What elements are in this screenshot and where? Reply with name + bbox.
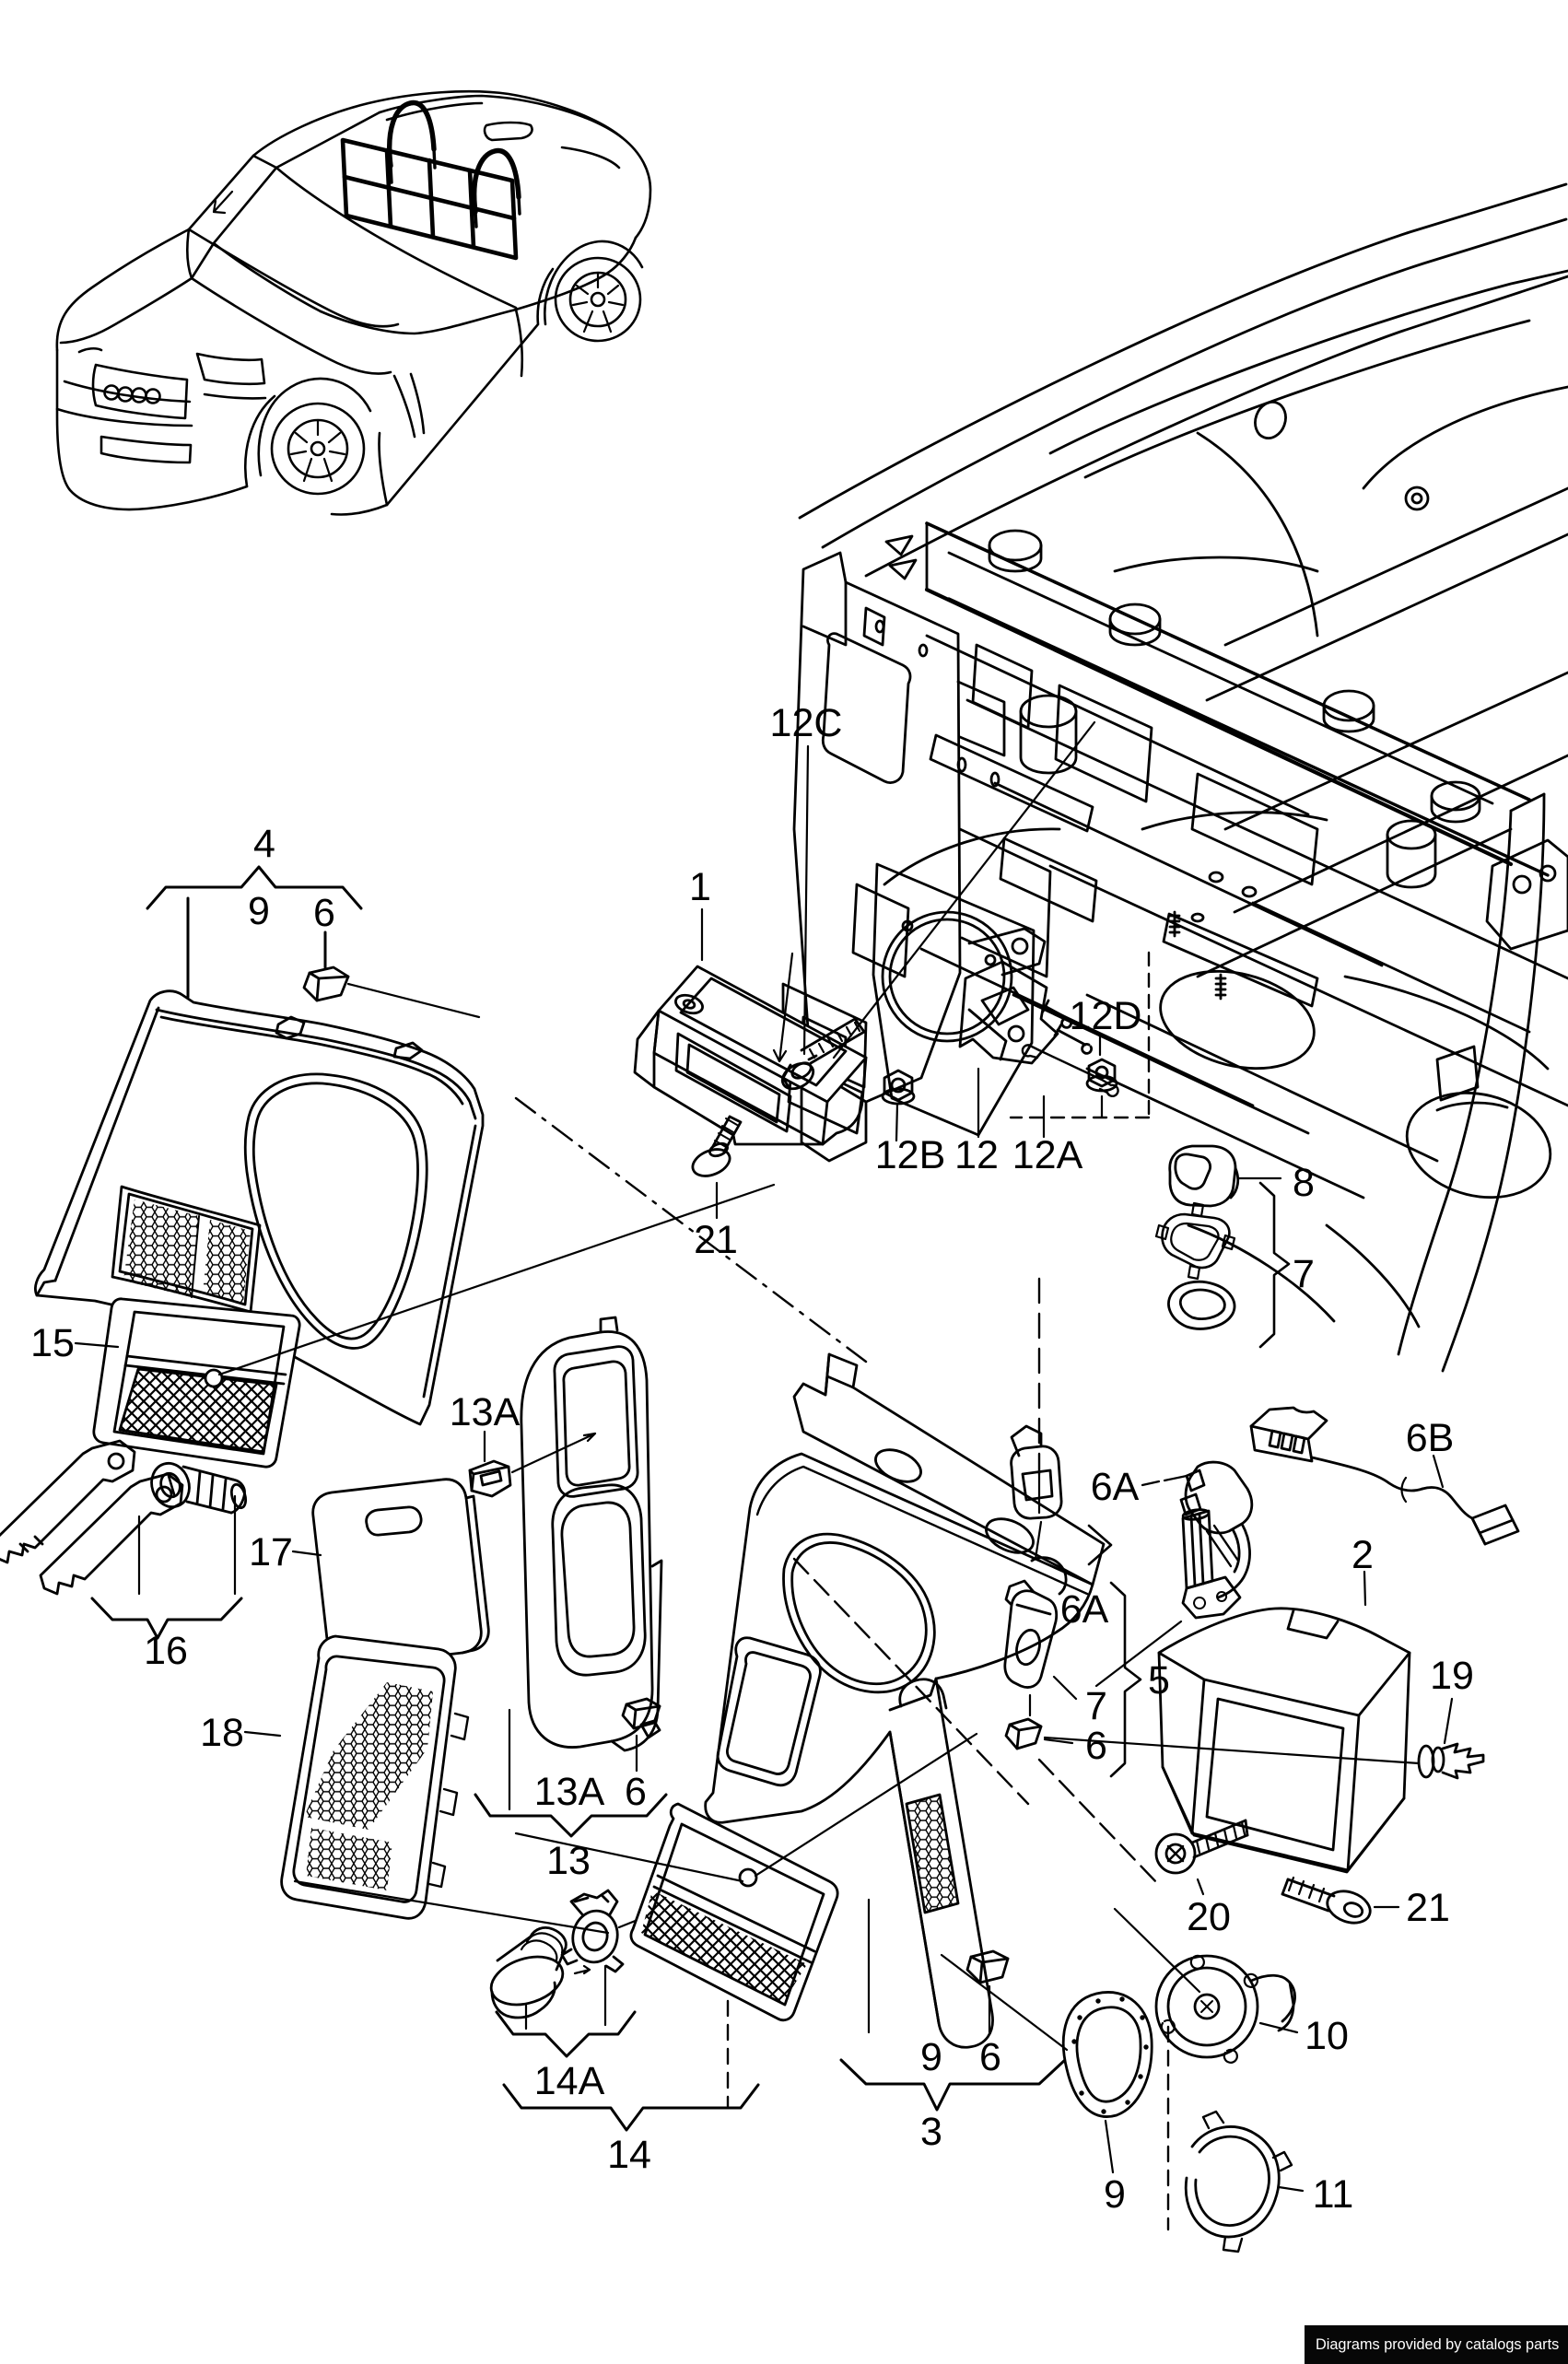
svg-text:2: 2 xyxy=(1352,1533,1374,1577)
svg-text:13A: 13A xyxy=(450,1390,521,1434)
svg-text:21: 21 xyxy=(694,1218,738,1262)
svg-text:15: 15 xyxy=(30,1321,75,1365)
svg-text:8: 8 xyxy=(1293,1161,1315,1205)
svg-text:6: 6 xyxy=(1085,1724,1107,1768)
svg-text:1: 1 xyxy=(689,865,711,909)
svg-text:14A: 14A xyxy=(534,2059,605,2103)
svg-text:17: 17 xyxy=(249,1530,293,1574)
svg-text:6: 6 xyxy=(625,1770,647,1814)
svg-text:14: 14 xyxy=(607,2133,651,2177)
svg-text:11: 11 xyxy=(1313,2172,1354,2217)
svg-text:19: 19 xyxy=(1430,1654,1474,1698)
svg-text:9: 9 xyxy=(1104,2172,1126,2217)
svg-text:18: 18 xyxy=(200,1711,244,1755)
svg-text:12B: 12B xyxy=(875,1133,946,1177)
svg-text:6: 6 xyxy=(313,891,335,935)
svg-text:7: 7 xyxy=(1085,1684,1107,1728)
svg-text:12C: 12C xyxy=(770,701,843,745)
svg-text:12: 12 xyxy=(954,1133,999,1177)
svg-text:9: 9 xyxy=(248,889,270,933)
svg-text:12D: 12D xyxy=(1070,994,1142,1038)
svg-text:7: 7 xyxy=(1293,1252,1315,1296)
svg-text:5: 5 xyxy=(1148,1658,1170,1703)
svg-text:6: 6 xyxy=(979,2035,1001,2079)
svg-text:12A: 12A xyxy=(1012,1133,1083,1177)
svg-text:6A: 6A xyxy=(1091,1465,1140,1509)
svg-text:4: 4 xyxy=(253,822,275,866)
svg-text:6B: 6B xyxy=(1406,1416,1455,1460)
svg-text:10: 10 xyxy=(1305,2014,1349,2058)
svg-text:16: 16 xyxy=(144,1629,188,1673)
svg-text:13A: 13A xyxy=(534,1770,605,1814)
svg-text:21: 21 xyxy=(1406,1886,1450,1930)
svg-text:3: 3 xyxy=(920,2110,942,2154)
svg-text:6A: 6A xyxy=(1060,1587,1109,1632)
svg-text:20: 20 xyxy=(1187,1895,1231,1939)
svg-text:9: 9 xyxy=(920,2035,942,2079)
svg-text:13: 13 xyxy=(546,1839,591,1883)
